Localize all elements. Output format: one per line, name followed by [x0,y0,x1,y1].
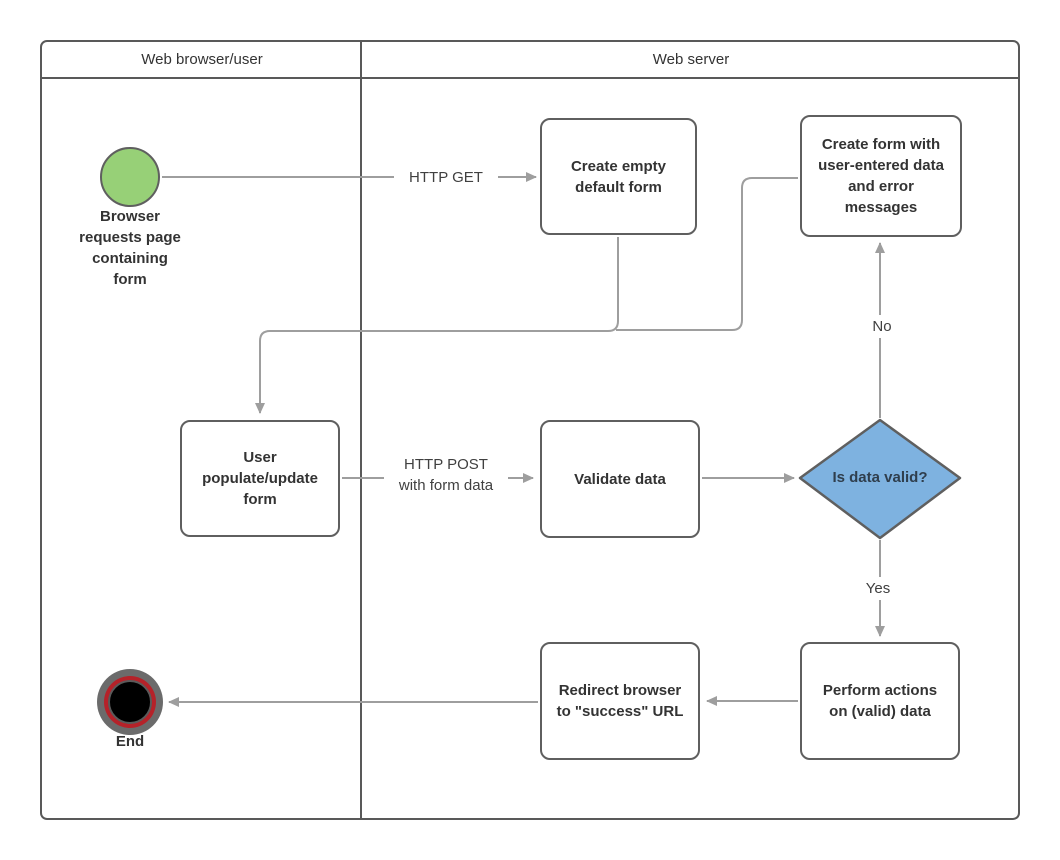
end-node-circle [97,669,163,735]
start-node-circle [100,147,160,207]
end-node-label: End [115,733,145,750]
node-redirect-browser: Redirect browser to "success" URL [540,642,700,760]
node-create-empty-default-form: Create empty default form [540,118,697,235]
decision-label: Is data valid? [832,469,928,486]
edge-label-no: No [864,315,900,338]
edge-label-http-post-line2: with form data [398,477,494,494]
lane-header-web-server: Web server [652,51,730,68]
edge-label-http-get: HTTP GET [394,166,498,189]
lane-header-separator [42,77,1018,79]
lane-divider [360,42,362,818]
end-node-red-ring [104,676,156,728]
edge-create-empty-to-user-populate [255,237,619,414]
decision-diamond [798,418,962,540]
end-node-black-center [108,680,152,724]
edge-label-http-post: HTTP POST with form data [384,453,508,497]
edge-create-form-errors-to-user-populate [616,177,798,331]
node-validate-data: Validate data [540,420,700,538]
node-create-form-with-errors: Create form with user-entered data and e… [800,115,962,237]
start-node-label: Browser requests page containing form [79,208,181,288]
edge-label-http-post-line1: HTTP POST [404,456,488,473]
node-user-populate-update-form: User populate/update form [180,420,340,537]
lane-header-web-browser: Web browser/user [141,51,263,68]
edge-label-yes: Yes [858,577,898,600]
node-perform-actions: Perform actions on (valid) data [800,642,960,760]
